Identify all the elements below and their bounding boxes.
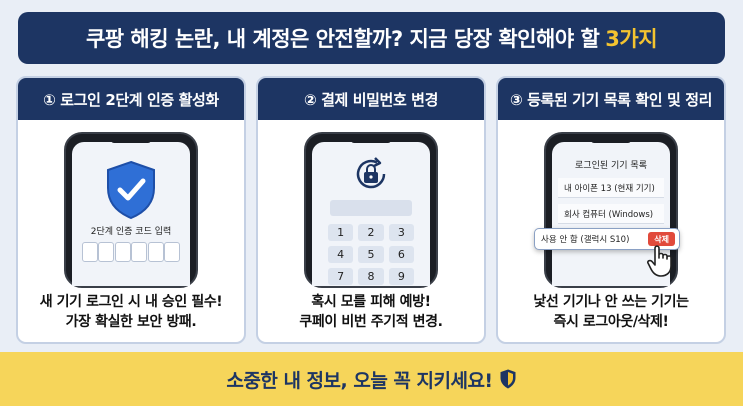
code-box[interactable] <box>147 242 164 262</box>
keypad-key[interactable]: 4 <box>328 246 354 263</box>
code-box[interactable] <box>98 242 115 262</box>
keypad-key[interactable]: 3 <box>388 224 414 241</box>
shield-check-icon <box>107 160 155 220</box>
keypad-key[interactable]: 1 <box>328 224 354 241</box>
card-description: 새 기기 로그인 시 내 승인 필수! 가장 확실한 보안 방패. <box>18 292 244 332</box>
lock-refresh-icon <box>356 157 386 189</box>
device-row[interactable]: 내 아이폰 13 (현재 기기) <box>558 178 664 198</box>
card-heading: ② 결제 비밀번호 변경 <box>258 78 484 120</box>
code-box[interactable] <box>131 242 148 262</box>
password-field[interactable] <box>330 200 412 216</box>
card-payment-password: ② 결제 비밀번호 변경 1 2 3 4 5 6 <box>256 76 486 344</box>
card-text-line: 쿠페이 비번 주기적 변경. <box>299 314 443 330</box>
device-list-title: 로그인된 기기 목록 <box>575 161 647 171</box>
device-popup-row[interactable]: 사용 안 함 (갤럭시 S10) 삭제 <box>534 228 680 250</box>
card-text-line: 혹시 모를 피해 예방! <box>311 294 431 310</box>
title-bar: 쿠팡 해킹 논란, 내 계정은 안전할까? 지금 당장 확인해야 할 3가지 <box>18 12 725 64</box>
keypad-key[interactable]: 5 <box>358 246 384 263</box>
title-highlight: 3가지 <box>605 27 658 51</box>
shield-small-icon <box>500 369 516 389</box>
page-title: 쿠팡 해킹 논란, 내 계정은 안전할까? 지금 당장 확인해야 할 <box>85 27 600 51</box>
card-heading: ③ 등록된 기기 목록 확인 및 정리 <box>498 78 724 120</box>
phone-mockup: 1 2 3 4 5 6 7 8 9 <box>304 132 438 288</box>
keypad-key[interactable]: 6 <box>388 246 414 263</box>
pointing-hand-icon <box>647 245 672 277</box>
delete-button[interactable]: 삭제 <box>648 232 675 246</box>
card-two-factor: ① 로그인 2단계 인증 활성화 2단계 인증 코드 입력 <box>16 76 246 344</box>
popup-device-label: 사용 안 함 (갤럭시 S10) <box>541 235 630 245</box>
card-description: 낯선 기기나 안 쓰는 기기는 즉시 로그아웃/삭제! <box>498 292 724 332</box>
code-box[interactable] <box>163 242 180 262</box>
card-text-line: 낯선 기기나 안 쓰는 기기는 <box>533 294 689 310</box>
keypad-key[interactable]: 7 <box>328 268 354 285</box>
footer-text: 소중한 내 정보, 오늘 꼭 지키세요! <box>226 369 493 392</box>
footer-banner: 소중한 내 정보, 오늘 꼭 지키세요! <box>0 352 743 406</box>
card-heading: ① 로그인 2단계 인증 활성화 <box>18 78 244 120</box>
card-text-line: 새 기기 로그인 시 내 승인 필수! <box>39 294 223 310</box>
code-input-boxes <box>82 242 180 262</box>
card-description: 혹시 모를 피해 예방! 쿠페이 비번 주기적 변경. <box>258 292 484 332</box>
numeric-keypad: 1 2 3 4 5 6 7 8 9 <box>328 224 414 285</box>
keypad-key[interactable]: 8 <box>358 268 384 285</box>
cards-container: ① 로그인 2단계 인증 활성화 2단계 인증 코드 입력 <box>16 76 727 344</box>
phone-mockup: 2단계 인증 코드 입력 <box>64 132 198 288</box>
phone-screen: 1 2 3 4 5 6 7 8 9 <box>312 142 430 286</box>
phone-screen: 로그인된 기기 목록 내 아이폰 13 (현재 기기) 회사 컴퓨터 (Wind… <box>552 142 670 286</box>
code-box[interactable] <box>82 242 98 262</box>
keypad-key[interactable]: 9 <box>388 268 414 285</box>
keypad-key[interactable]: 2 <box>358 224 384 241</box>
code-input-label: 2단계 인증 코드 입력 <box>90 227 172 237</box>
device-row[interactable]: 회사 컴퓨터 (Windows) <box>558 204 664 224</box>
card-device-list: ③ 등록된 기기 목록 확인 및 정리 로그인된 기기 목록 내 아이폰 13 … <box>496 76 726 344</box>
phone-screen: 2단계 인증 코드 입력 <box>72 142 190 286</box>
code-box[interactable] <box>114 242 131 262</box>
card-text-line: 가장 확실한 보안 방패. <box>65 314 197 330</box>
card-text-line: 즉시 로그아웃/삭제! <box>553 314 669 330</box>
